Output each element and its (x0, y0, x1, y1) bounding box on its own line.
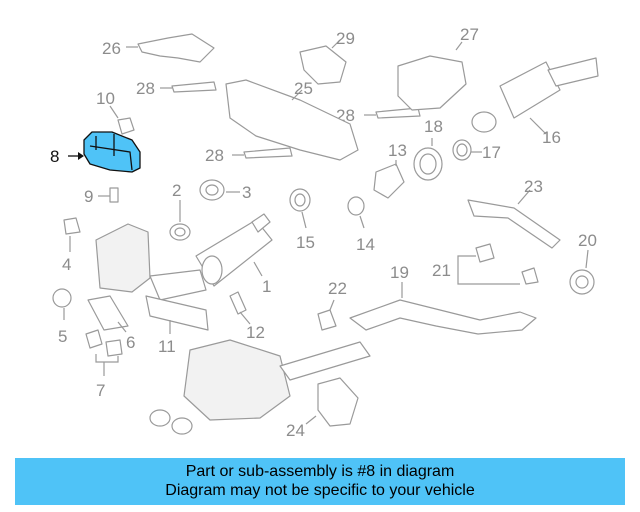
part-23-shape (467, 189, 561, 249)
part-19-shape (349, 282, 537, 335)
part-4-shape (63, 217, 81, 252)
part-15-shape (289, 188, 311, 229)
part-27-shape (397, 41, 467, 111)
part-26-shape (126, 33, 215, 63)
callout-29: 29 (336, 29, 355, 48)
part-20-shape (569, 249, 595, 295)
part-2-shape (169, 200, 191, 241)
part-3-shape (199, 179, 240, 201)
part-21-shape (457, 243, 539, 285)
part-29-shape (299, 39, 347, 85)
callout-15: 15 (296, 233, 315, 252)
part-17-shape (452, 139, 482, 161)
parts-diagram: 26 28 28 28 29 27 25 16 (50, 25, 599, 440)
callout-6: 6 (126, 333, 135, 352)
callout-26: 26 (102, 39, 121, 58)
muffler-assembly (149, 339, 371, 435)
callout-3: 3 (242, 183, 251, 202)
part-8-highlighted (68, 131, 141, 173)
part-9-shape (98, 187, 119, 203)
callout-19: 19 (390, 263, 409, 282)
callout-24: 24 (286, 421, 305, 440)
callout-27: 27 (460, 25, 479, 44)
callout-23: 23 (524, 177, 543, 196)
callout-16: 16 (542, 128, 561, 147)
part-5-shape (52, 288, 72, 320)
callout-28-a: 28 (136, 79, 155, 98)
manifold-assembly (95, 213, 273, 301)
part-28-strip-c (364, 107, 421, 119)
part-7-shape (85, 329, 123, 376)
part-18-shape (413, 138, 443, 181)
part-10-shape (109, 105, 135, 135)
part-14-shape (347, 196, 365, 229)
part-16-shape (471, 57, 599, 135)
callout-9: 9 (84, 187, 93, 206)
part-12-shape (229, 291, 251, 325)
part-24-shape (305, 377, 359, 427)
leader-1 (253, 261, 263, 277)
part-11-shape (145, 295, 209, 334)
callout-17: 17 (482, 143, 501, 162)
callout-4: 4 (62, 255, 71, 274)
callout-5: 5 (58, 327, 67, 346)
callout-2: 2 (172, 181, 181, 200)
part-6-shape (87, 295, 129, 333)
banner-line-2: Diagram may not be specific to your vehi… (165, 482, 475, 499)
part-28-strip-a (160, 81, 217, 93)
part-13-shape (373, 160, 405, 199)
callout-28-b: 28 (205, 146, 224, 165)
callout-7: 7 (96, 381, 105, 400)
callout-13: 13 (388, 141, 407, 160)
callout-12: 12 (246, 323, 265, 342)
part-22-shape (317, 299, 337, 331)
callout-22: 22 (328, 279, 347, 298)
callout-8: 8 (50, 147, 59, 166)
callout-11: 11 (158, 337, 176, 356)
callout-18: 18 (424, 117, 443, 136)
callout-20: 20 (578, 231, 597, 250)
part-28-strip-b (232, 147, 293, 159)
callout-14: 14 (356, 235, 375, 254)
callout-10: 10 (96, 89, 115, 108)
part-25-shape (225, 79, 359, 161)
callout-1: 1 (262, 277, 271, 296)
callout-25: 25 (294, 79, 313, 98)
info-banner: Part or sub-assembly is #8 in diagram Di… (15, 458, 625, 505)
callout-21: 21 (432, 261, 451, 280)
banner-line-1: Part or sub-assembly is #8 in diagram (185, 463, 455, 480)
